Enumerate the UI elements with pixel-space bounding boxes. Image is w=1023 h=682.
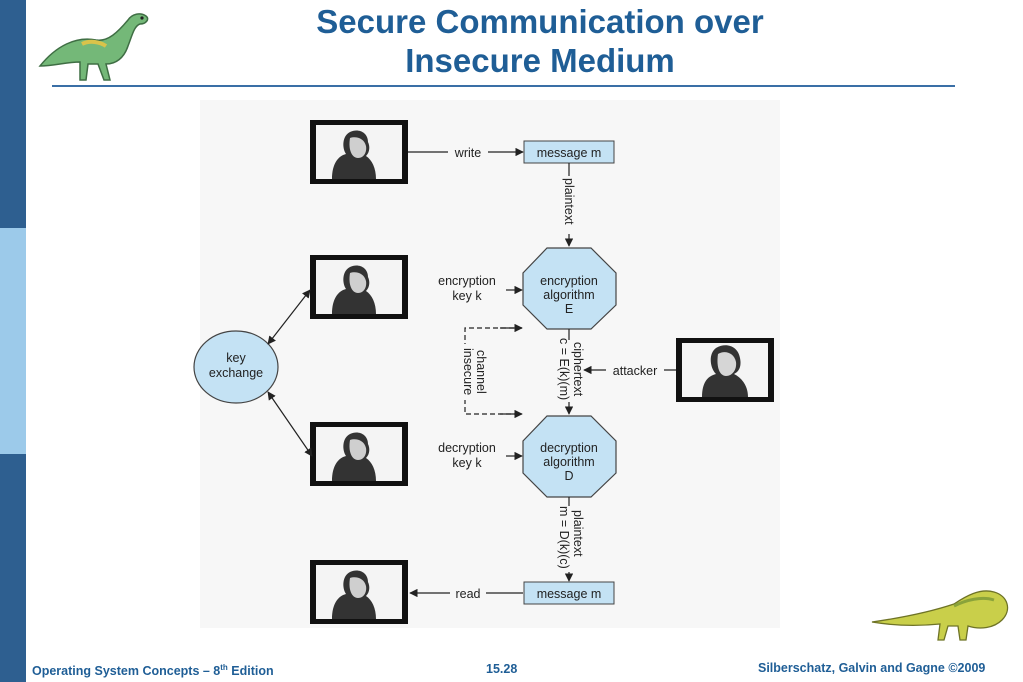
key-exchange-label-2: exchange xyxy=(209,366,263,380)
title-divider xyxy=(52,85,955,87)
decryption-key-label-2: key k xyxy=(452,456,482,470)
attacker-portrait-icon xyxy=(676,338,774,402)
decryption-algorithm-node xyxy=(522,415,617,498)
key-exchange-label-1: key xyxy=(226,351,246,365)
attacker-label-bg xyxy=(606,362,664,378)
encryption-algorithm-label-3: E xyxy=(565,302,573,316)
message-box-top-label: message m xyxy=(537,146,602,160)
write-label: write xyxy=(454,146,481,160)
person-portrait-icon xyxy=(310,422,408,486)
decryption-algorithm-label-3: D xyxy=(564,469,573,483)
plaintext-bottom-label-1: plaintext xyxy=(571,510,585,557)
ciphertext-label-2: c = E(k)(m) xyxy=(557,338,571,400)
key-exchange-arrow-lower xyxy=(267,391,313,457)
encryption-key-label-1: encryption xyxy=(438,274,496,288)
decryption-algorithm-label-2: algorithm xyxy=(543,455,594,469)
decryption-key-label-1: decryption xyxy=(438,441,496,455)
key-exchange-arrow-upper xyxy=(267,289,311,345)
footer-book-title-prefix: Operating System Concepts – 8 xyxy=(32,664,221,679)
message-box-bottom xyxy=(523,581,615,605)
slide-title: Secure Communication over Insecure Mediu… xyxy=(200,2,880,80)
left-sidebar-bar xyxy=(0,0,26,682)
footer-copyright: Silberschatz, Galvin and Gagne ©2009 xyxy=(758,661,986,675)
plaintext-top-label-bg xyxy=(562,176,576,234)
footer-page-number: 15.28 xyxy=(486,662,518,676)
slide-title-line1: Secure Communication over xyxy=(316,3,764,40)
attacker-label: attacker xyxy=(613,364,657,378)
insecure-channel-label-2: channel xyxy=(474,350,488,394)
read-label: read xyxy=(455,587,480,601)
decryption-algorithm-label-1: decryption xyxy=(540,441,598,455)
person-portrait-icon xyxy=(310,255,408,319)
footer-book-title: Operating System Concepts – 8th Edition xyxy=(32,663,274,678)
encryption-algorithm-label-1: encryption xyxy=(540,274,598,288)
insecure-channel-label-1: insecure xyxy=(461,348,475,395)
encryption-algorithm-node xyxy=(522,247,617,330)
message-box-bottom-label: message m xyxy=(537,587,602,601)
key-exchange-node xyxy=(193,330,279,404)
person-portrait-icon xyxy=(310,560,408,624)
dinosaur-logo-icon xyxy=(36,6,156,89)
sidebar-segment-middle xyxy=(0,228,26,454)
encryption-key-label-2: key k xyxy=(452,289,482,303)
person-portrait-icon xyxy=(310,120,408,184)
sidebar-segment-top xyxy=(0,0,26,228)
sidebar-segment-bottom xyxy=(0,454,26,682)
plaintext-top-label: plaintext xyxy=(562,178,576,225)
slide-title-line2: Insecure Medium xyxy=(405,42,675,79)
footer-book-title-suffix: Edition xyxy=(227,664,274,679)
footer-book-title-sup: th xyxy=(220,663,228,672)
read-label-bg xyxy=(450,585,486,601)
dinosaur-footer-icon xyxy=(870,582,1015,647)
insecure-channel-label-bg xyxy=(452,344,482,400)
plaintext-bottom-label-bg xyxy=(552,506,584,572)
plaintext-bottom-label-2: m = D(k)(c) xyxy=(557,506,571,569)
ciphertext-label-bg xyxy=(552,340,584,402)
write-label-bg xyxy=(448,144,488,160)
encryption-algorithm-label-2: algorithm xyxy=(543,288,594,302)
ciphertext-label-1: ciphertext xyxy=(571,342,585,397)
